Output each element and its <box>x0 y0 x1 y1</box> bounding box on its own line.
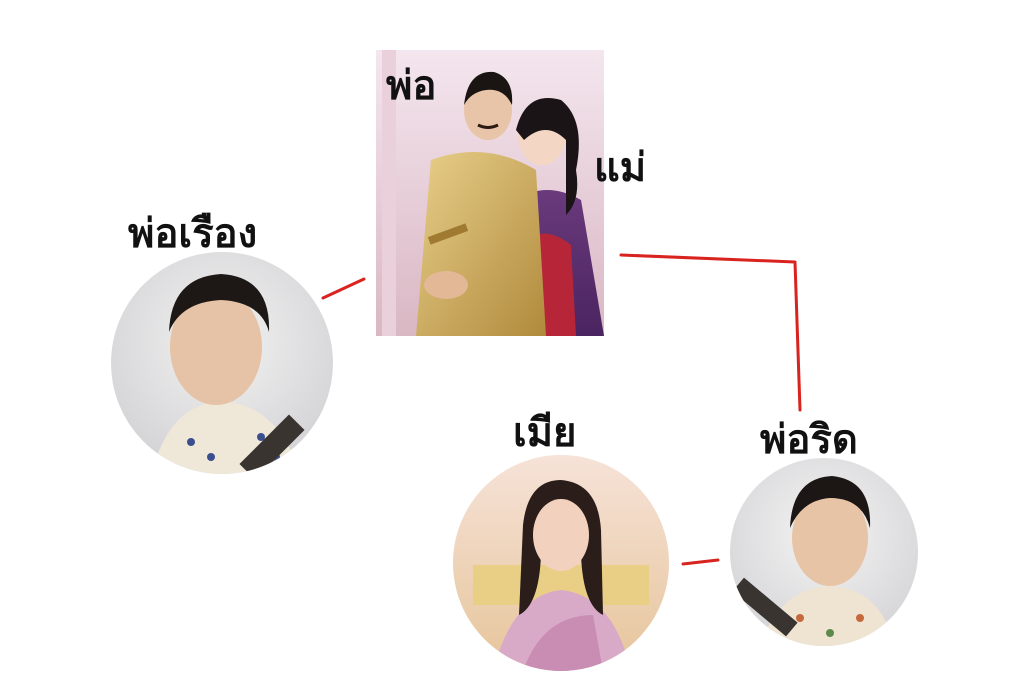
edge-wife-rid <box>681 558 720 566</box>
label-mother: แม่ <box>594 145 647 191</box>
label-rid: พ่อริด <box>760 417 858 463</box>
wife-photo <box>453 455 669 671</box>
rid-photo <box>730 458 918 646</box>
parents-photo <box>376 50 604 336</box>
label-father: พ่อ <box>386 63 437 109</box>
label-wife: เมีย <box>513 410 577 456</box>
edge-parents-rid <box>619 253 802 412</box>
ruang-photo <box>111 252 333 474</box>
edge-ruang-parents <box>321 277 366 300</box>
label-ruang: พ่อเรือง <box>128 211 258 257</box>
